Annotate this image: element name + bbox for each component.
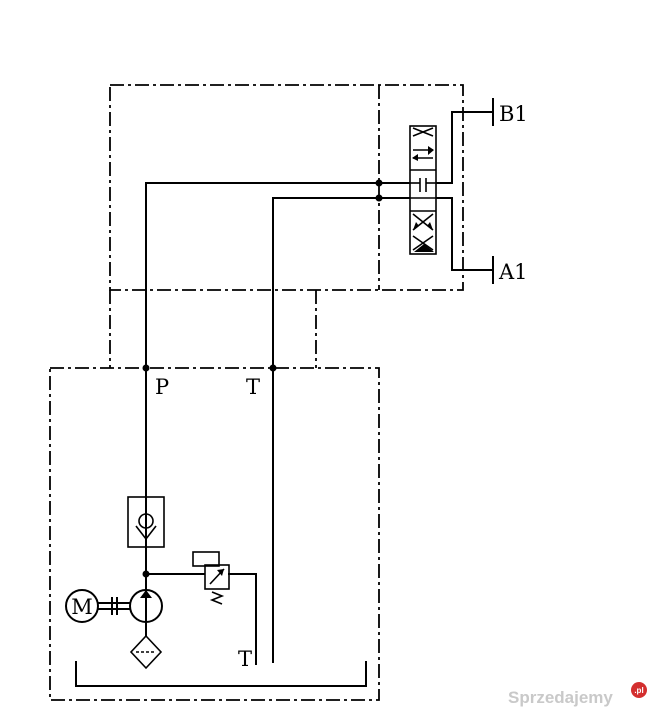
- pressure-line: [145, 182, 410, 635]
- check-valve: [127, 496, 165, 548]
- relief-line: [146, 573, 257, 665]
- port-b-line: [436, 111, 493, 184]
- filter: [129, 634, 163, 670]
- pump: [129, 574, 163, 636]
- port-a-line: [436, 197, 493, 271]
- motor-coupling: [97, 597, 130, 615]
- junction-dots: [142, 179, 383, 578]
- motor-label: M: [71, 595, 93, 619]
- watermark: Sprzedajemy .pl: [508, 682, 647, 707]
- watermark-badge-text: .pl: [634, 686, 643, 695]
- watermark-badge: [631, 682, 647, 698]
- watermark-text: Sprzedajemy: [508, 688, 613, 707]
- tank-return-label: T: [238, 647, 252, 671]
- pressure-port-label: P: [155, 375, 169, 399]
- reservoir: [75, 661, 367, 687]
- motor: M: [65, 589, 99, 623]
- port-a-label: A1: [498, 260, 528, 284]
- return-line: [272, 197, 410, 663]
- manifold-connector-outline: [109, 290, 317, 368]
- tank-port-label: T: [246, 375, 260, 399]
- valve-block-enclosure: [109, 84, 464, 291]
- relief-valve: [192, 551, 230, 605]
- power-unit-enclosure: [49, 367, 380, 701]
- directional-valve: [409, 125, 437, 255]
- port-b-label: B1: [499, 102, 528, 126]
